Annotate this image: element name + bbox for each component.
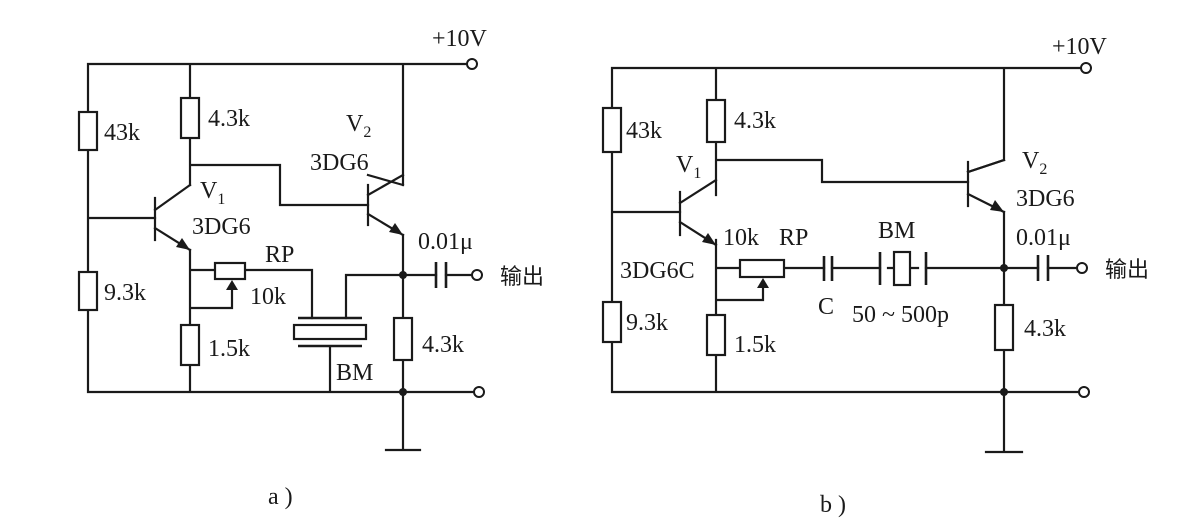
b-resistor-4-3k-load — [993, 303, 1015, 352]
a-crystal-bm — [292, 316, 368, 348]
b-label-9-3k: 9.3k — [626, 310, 668, 336]
a-label-rp: RP — [265, 242, 294, 268]
a-label-v1: V1 — [200, 178, 225, 208]
b-supply-terminal — [1080, 62, 1092, 74]
a-potentiometer-rp — [213, 261, 247, 281]
b-potentiometer-rp — [738, 258, 786, 279]
circuit-b: +10V 43k 9.3k 4.3k 1.5k 4.3k 10k RP C 50… — [601, 34, 1149, 518]
b-label-43k: 43k — [626, 118, 662, 144]
b-output-terminal — [1076, 262, 1088, 274]
a-label-v2: V2 — [346, 111, 371, 141]
b-label-bm: BM — [878, 218, 915, 244]
b-label-1-5k: 1.5k — [734, 332, 776, 358]
a-label-v2-type: 3DG6 — [310, 150, 369, 176]
a-label-10k: 10k — [250, 284, 286, 310]
b-transistor-v2 — [966, 158, 1006, 214]
b-transistor-v1 — [678, 178, 718, 247]
b-label-4-3k-load: 4.3k — [1024, 316, 1066, 342]
a-resistor-43k — [77, 110, 99, 152]
b-label-v1: V1 — [676, 152, 701, 182]
b-label-v2-type: 3DG6 — [1016, 186, 1075, 212]
b-label-cap: 0.01μ — [1016, 225, 1071, 251]
a-label-v1-type: 3DG6 — [192, 214, 251, 240]
a-resistor-1-5k — [179, 323, 201, 367]
b-rp-wiper-arrow — [757, 278, 769, 288]
a-resistor-4-3k-collector — [179, 96, 201, 140]
b-resistor-4-3k-collector — [705, 98, 727, 144]
a-label-4-3k-load: 4.3k — [422, 332, 464, 358]
a-transistor-v1 — [153, 183, 192, 252]
b-capacitor-c — [822, 256, 834, 281]
a-caption: a ) — [268, 484, 293, 510]
a-output-terminal — [471, 269, 483, 281]
b-label-4-3k-collector: 4.3k — [734, 108, 776, 134]
b-label-v1-type: 3DG6C — [620, 258, 695, 284]
a-resistor-9-3k — [77, 270, 99, 312]
a-resistor-4-3k-load — [392, 316, 414, 362]
b-label-10k: 10k — [723, 225, 759, 251]
circuit-a: +10V 43k 9.3k 4.3k 1.5k 4.3k RP 10k 0.01… — [77, 26, 544, 510]
a-label-9-3k: 9.3k — [104, 280, 146, 306]
a-label-4-3k-collector: 4.3k — [208, 106, 250, 132]
b-junction-gnd — [1000, 388, 1008, 396]
a-label-43k: 43k — [104, 120, 140, 146]
a-label-output: 输出 — [500, 265, 544, 290]
b-resistor-1-5k — [705, 313, 727, 357]
b-label-output: 输出 — [1105, 258, 1149, 283]
b-capacitor-0-01u — [1036, 255, 1050, 281]
b-resistor-9-3k — [601, 300, 623, 344]
a-transistor-v2 — [366, 173, 405, 237]
b-label-c: C — [818, 294, 834, 320]
b-ground-terminal — [1078, 386, 1090, 398]
a-junction-out — [399, 271, 407, 279]
a-supply-label: +10V — [432, 26, 488, 52]
b-junction-out — [1000, 264, 1008, 272]
a-junction-gnd — [399, 388, 407, 396]
a-capacitor-0-01u — [434, 262, 448, 288]
b-caption: b ) — [820, 492, 846, 518]
b-resistor-43k — [601, 106, 623, 154]
b-label-v2: V2 — [1022, 148, 1047, 178]
a-label-bm: BM — [336, 360, 373, 386]
b-supply-label: +10V — [1052, 34, 1108, 60]
a-ground-terminal — [473, 386, 485, 398]
a-supply-terminal — [466, 58, 478, 70]
b-label-c-range: 50 ~ 500p — [852, 302, 949, 328]
a-label-cap: 0.01μ — [418, 229, 473, 255]
b-crystal-bm — [878, 250, 928, 287]
a-label-1-5k: 1.5k — [208, 336, 250, 362]
b-label-rp: RP — [779, 225, 808, 251]
a-rp-wiper-arrow — [226, 280, 238, 290]
